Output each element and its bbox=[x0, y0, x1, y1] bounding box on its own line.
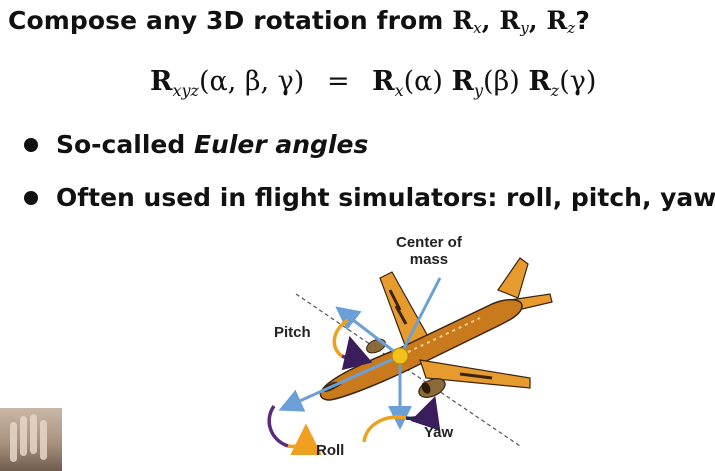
bullet-dot-icon bbox=[24, 138, 38, 152]
center-of-mass-dot bbox=[391, 347, 409, 365]
pitch-rotation-arrow bbox=[332, 318, 350, 358]
fuselage bbox=[319, 299, 523, 401]
roll-axis-arrow bbox=[278, 354, 401, 412]
bullet-flight-simulators: Often used in flight simulators: roll, p… bbox=[22, 181, 715, 234]
euler-equation: Rxyz(α, β, γ) = Rx(α) Ry(β) Rz(γ) bbox=[150, 66, 596, 100]
title-sub-x: x bbox=[473, 19, 482, 37]
yaw-rotation-arrow bbox=[362, 415, 407, 443]
presenter-hand-thumbnail bbox=[0, 408, 62, 471]
eq-lhs-r: R bbox=[150, 66, 173, 97]
eq-rz: R bbox=[528, 66, 551, 97]
bullet-1-emphasis: Euler angles bbox=[193, 130, 369, 159]
eq-lhs-sub: xyz bbox=[172, 81, 199, 100]
title-sub-z: z bbox=[567, 19, 576, 37]
eq-arg-x: (α) bbox=[403, 66, 443, 97]
bullet-dot-icon bbox=[24, 191, 38, 205]
roll-label: Roll bbox=[316, 442, 345, 459]
pitch-axis-arrow bbox=[335, 306, 401, 358]
title-r-x: R bbox=[452, 6, 474, 35]
bullet-list: So-called Euler angles Often used in fli… bbox=[22, 128, 715, 234]
eq-arg-z: (γ) bbox=[559, 66, 597, 97]
bullet-2-text: Often used in flight simulators: roll, p… bbox=[56, 183, 715, 212]
lower-wing bbox=[419, 359, 531, 389]
eq-sub-z: z bbox=[550, 81, 560, 100]
slide-title: Compose any 3D rotation from Rx, Ry, Rz? bbox=[8, 6, 590, 37]
title-comma-2: , bbox=[528, 6, 538, 35]
pitch-label: Pitch bbox=[274, 324, 311, 341]
eq-rx: R bbox=[372, 66, 395, 97]
yaw-label: Yaw bbox=[424, 424, 454, 441]
roll-rotation-arrow bbox=[267, 404, 289, 448]
eq-ry: R bbox=[451, 66, 474, 97]
title-comma-1: , bbox=[481, 6, 491, 35]
center-of-mass-label-line2: mass bbox=[409, 251, 449, 268]
bullet-1-text: So-called bbox=[56, 130, 194, 159]
airplane-icon bbox=[267, 257, 553, 456]
center-of-mass-label: Center of mass bbox=[396, 234, 462, 268]
airplane-figure: Center of mass Pitch Yaw Roll bbox=[230, 228, 560, 471]
eq-sub-y: y bbox=[474, 81, 484, 100]
title-question: ? bbox=[575, 6, 590, 35]
eq-sub-x: x bbox=[394, 81, 404, 100]
title-r-z: R bbox=[546, 6, 568, 35]
title-r-y: R bbox=[499, 6, 521, 35]
title-text: Compose any 3D rotation from bbox=[8, 6, 453, 35]
eq-lhs-args: (α, β, γ) bbox=[198, 66, 305, 97]
center-of-mass-label-line1: Center of bbox=[396, 234, 462, 251]
tail-fin bbox=[497, 257, 529, 299]
eq-equals: = bbox=[326, 66, 350, 97]
bullet-euler-angles: So-called Euler angles bbox=[22, 128, 715, 181]
up-axis bbox=[398, 277, 442, 357]
eq-arg-y: (β) bbox=[483, 66, 520, 97]
title-sub-y: y bbox=[520, 19, 529, 37]
